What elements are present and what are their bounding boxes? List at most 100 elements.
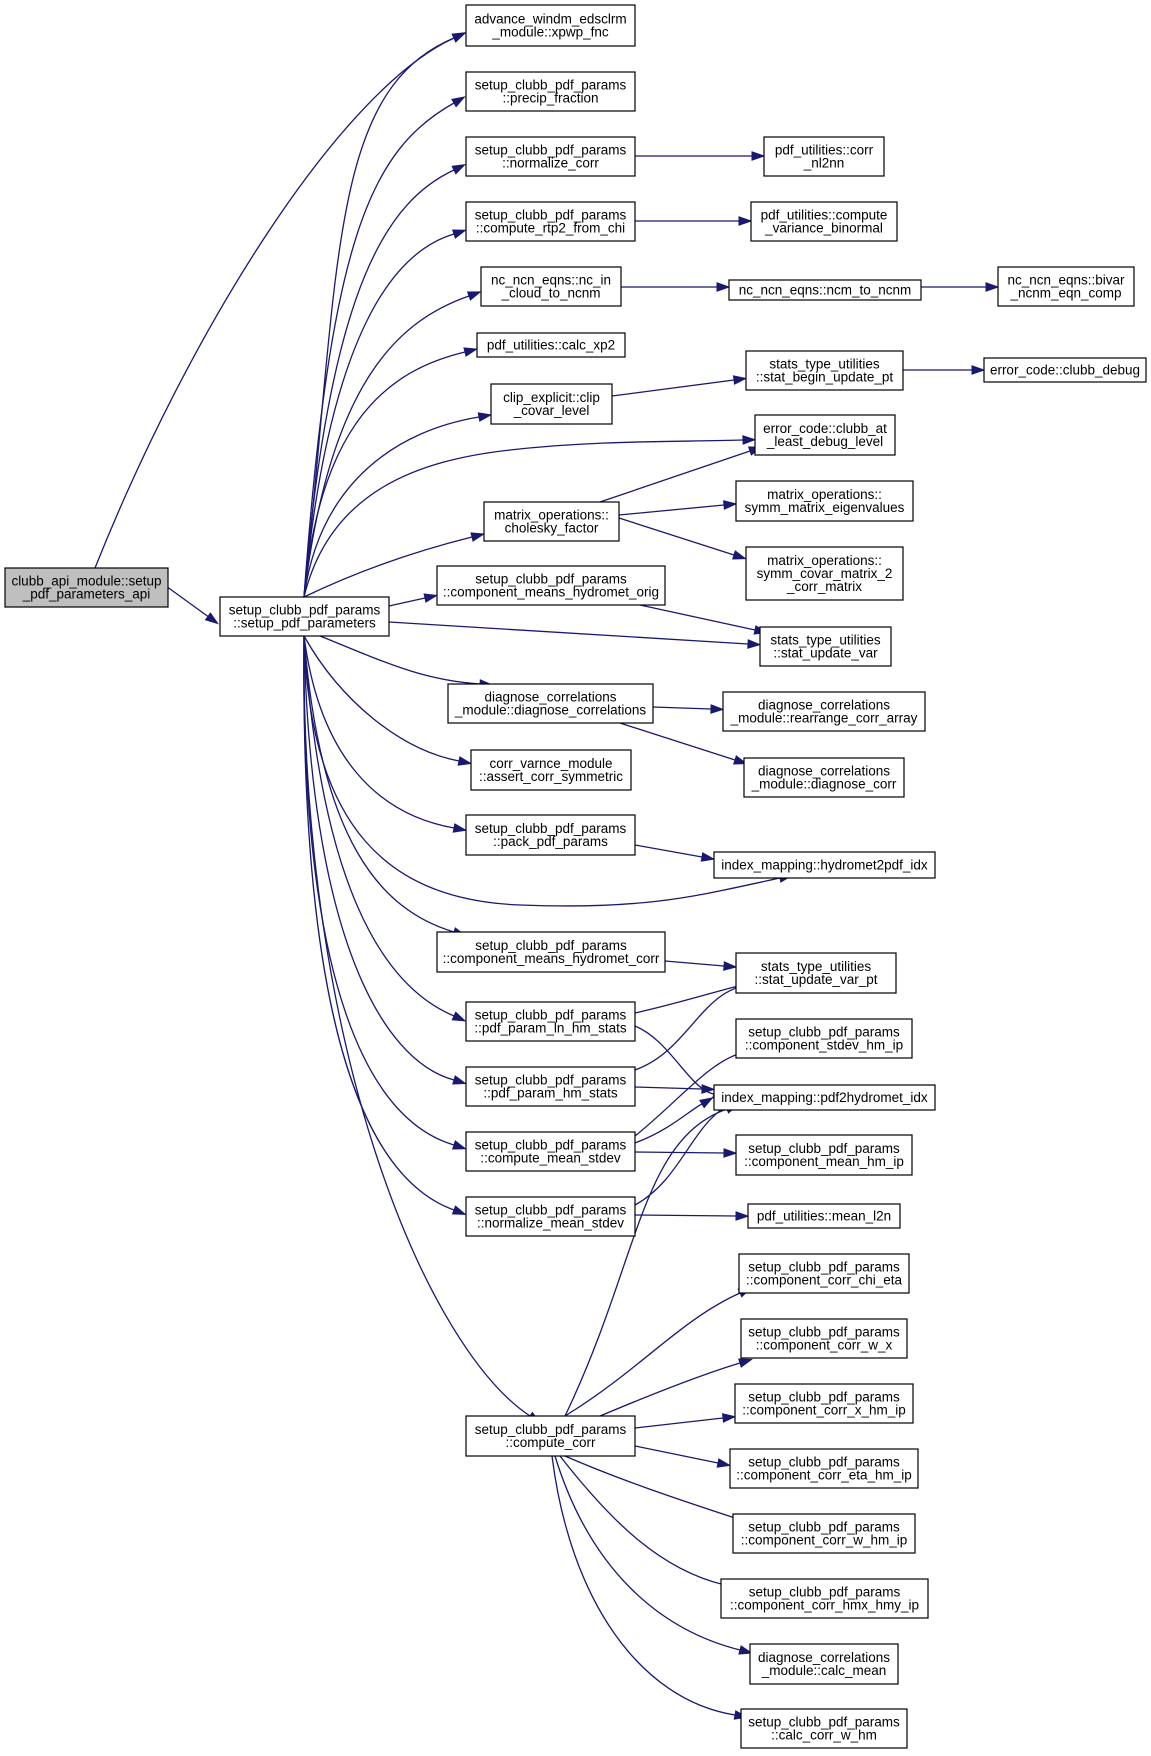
node-box[interactable]	[729, 1448, 919, 1489]
node-box[interactable]	[734, 1383, 914, 1424]
edge-chol-to-eig	[618, 500, 738, 516]
node-box[interactable]	[483, 501, 620, 542]
node-varb[interactable]: pdf_utilities::compute_variance_binormal	[750, 201, 898, 242]
node-p2h[interactable]: index_mapping::pdf2hydromet_idx	[713, 1084, 936, 1111]
node-box[interactable]	[465, 1415, 636, 1457]
node-chol[interactable]: matrix_operations::cholesky_factor	[483, 501, 620, 542]
node-rtp2[interactable]: setup_clubb_pdf_params::compute_rtp2_fro…	[465, 201, 636, 242]
node-dcc[interactable]: diagnose_correlations_module::diagnose_c…	[447, 683, 654, 724]
node-box[interactable]	[436, 931, 666, 973]
edge-line	[303, 351, 466, 598]
node-box[interactable]	[219, 596, 390, 637]
node-main[interactable]: setup_clubb_pdf_params::setup_pdf_parame…	[219, 596, 390, 637]
node-box[interactable]	[465, 1066, 636, 1107]
node-box[interactable]	[750, 201, 898, 242]
node-cmho[interactable]: setup_clubb_pdf_params::component_means_…	[436, 565, 666, 606]
node-box[interactable]	[465, 201, 636, 242]
node-box[interactable]	[983, 357, 1147, 383]
node-box[interactable]	[738, 1253, 910, 1294]
node-box[interactable]	[735, 480, 914, 522]
node-box[interactable]	[465, 1131, 636, 1172]
node-xpwp[interactable]: advance_windm_edsclrm_module::xpwp_fnc	[465, 4, 636, 47]
node-precip[interactable]: setup_clubb_pdf_params::precip_fraction	[465, 71, 636, 112]
node-box[interactable]	[436, 565, 666, 606]
node-acs[interactable]: corr_varnce_module::assert_corr_symmetri…	[470, 749, 632, 791]
node-cwhm2[interactable]: setup_clubb_pdf_params::calc_corr_w_hm	[740, 1708, 908, 1749]
node-sbup[interactable]: stats_type_utilities::stat_begin_update_…	[745, 350, 904, 391]
node-box[interactable]	[713, 1084, 936, 1111]
node-clip[interactable]: clip_explicit::clip_covar_level	[490, 383, 613, 425]
node-label-line: matrix_operations::	[767, 487, 882, 502]
node-box[interactable]	[465, 1196, 636, 1237]
node-eig[interactable]: matrix_operations::symm_matrix_eigenvalu…	[735, 480, 914, 522]
node-box[interactable]	[722, 691, 926, 732]
node-box[interactable]	[490, 383, 613, 425]
node-box[interactable]	[743, 757, 905, 798]
node-atl[interactable]: error_code::clubb_at_least_debug_level	[754, 414, 896, 456]
node-box[interactable]	[476, 332, 626, 358]
node-box[interactable]	[735, 1018, 913, 1059]
node-root[interactable]: clubb_api_module::setup_pdf_parameters_a…	[4, 567, 169, 608]
edge-line	[618, 517, 735, 556]
node-bivar[interactable]: nc_ncn_eqns::bivar_ncnm_eqn_comp	[997, 266, 1135, 307]
node-corr[interactable]: pdf_utilities::corr_nl2nn	[763, 136, 885, 177]
node-dbg[interactable]: error_code::clubb_debug	[983, 357, 1147, 383]
node-cmhc[interactable]: setup_clubb_pdf_params::component_means_…	[436, 931, 666, 973]
edge-line	[303, 635, 455, 1146]
node-ml2n[interactable]: pdf_utilities::mean_l2n	[747, 1203, 901, 1229]
node-chh[interactable]: setup_clubb_pdf_params::component_corr_h…	[720, 1578, 929, 1619]
node-c2c[interactable]: matrix_operations::symm_covar_matrix_2_c…	[745, 546, 904, 601]
node-box[interactable]	[745, 546, 904, 601]
edge-main-to-xpwp	[303, 32, 467, 598]
node-box[interactable]	[749, 1643, 899, 1685]
node-box[interactable]	[447, 683, 654, 724]
node-csd[interactable]: setup_clubb_pdf_params::component_stdev_…	[735, 1018, 913, 1059]
node-box[interactable]	[713, 851, 936, 879]
node-cms[interactable]: setup_clubb_pdf_params::compute_mean_std…	[465, 1131, 636, 1172]
node-box[interactable]	[470, 749, 632, 791]
node-box[interactable]	[465, 814, 636, 856]
node-dcorr[interactable]: diagnose_correlations_module::diagnose_c…	[743, 757, 905, 798]
node-label-line: setup_clubb_pdf_params	[475, 1202, 627, 1217]
node-box[interactable]	[745, 350, 904, 391]
node-cehm[interactable]: setup_clubb_pdf_params::component_corr_e…	[729, 1448, 919, 1489]
node-box[interactable]	[480, 266, 622, 307]
node-box[interactable]	[763, 136, 885, 177]
node-cc[interactable]: setup_clubb_pdf_params::compute_corr	[465, 1415, 636, 1457]
node-box[interactable]	[747, 1203, 901, 1229]
node-box[interactable]	[465, 1001, 636, 1042]
node-box[interactable]	[740, 1708, 908, 1749]
node-xp2[interactable]: pdf_utilities::calc_xp2	[476, 332, 626, 358]
node-box[interactable]	[759, 626, 892, 667]
node-cmn[interactable]: diagnose_correlations_module::calc_mean	[749, 1643, 899, 1685]
node-pack[interactable]: setup_clubb_pdf_params::pack_pdf_params	[465, 814, 636, 856]
node-phm[interactable]: setup_clubb_pdf_params::pdf_param_hm_sta…	[465, 1066, 636, 1107]
node-cmean[interactable]: setup_clubb_pdf_params::component_mean_h…	[735, 1134, 913, 1176]
node-cce[interactable]: setup_clubb_pdf_params::component_corr_c…	[738, 1253, 910, 1294]
node-suvp[interactable]: stats_type_utilities::stat_update_var_pt	[735, 952, 897, 994]
node-suv[interactable]: stats_type_utilities::stat_update_var	[759, 626, 892, 667]
node-cwhm[interactable]: setup_clubb_pdf_params::component_corr_w…	[732, 1513, 916, 1554]
node-box[interactable]	[735, 952, 897, 994]
node-cwx[interactable]: setup_clubb_pdf_params::component_corr_w…	[740, 1318, 908, 1359]
node-box[interactable]	[728, 279, 922, 301]
node-box[interactable]	[740, 1318, 908, 1359]
node-box[interactable]	[735, 1134, 913, 1176]
node-rca[interactable]: diagnose_correlations_module::rearrange_…	[722, 691, 926, 732]
node-nms[interactable]: setup_clubb_pdf_params::normalize_mean_s…	[465, 1196, 636, 1237]
node-norm[interactable]: setup_clubb_pdf_params::normalize_corr	[465, 136, 636, 177]
node-h2p[interactable]: index_mapping::hydromet2pdf_idx	[713, 851, 936, 879]
node-box[interactable]	[997, 266, 1135, 307]
edge-line	[599, 450, 751, 503]
node-box[interactable]	[732, 1513, 916, 1554]
node-box[interactable]	[754, 414, 896, 456]
node-box[interactable]	[4, 567, 169, 608]
node-box[interactable]	[720, 1578, 929, 1619]
node-ncin[interactable]: nc_ncn_eqns::nc_in_cloud_to_ncnm	[480, 266, 622, 307]
node-plnhm[interactable]: setup_clubb_pdf_params::pdf_param_ln_hm_…	[465, 1001, 636, 1042]
node-box[interactable]	[465, 71, 636, 112]
node-ncm[interactable]: nc_ncn_eqns::ncm_to_ncnm	[728, 279, 922, 301]
node-cxhm[interactable]: setup_clubb_pdf_params::component_corr_x…	[734, 1383, 914, 1424]
node-box[interactable]	[465, 136, 636, 177]
node-box[interactable]	[465, 4, 636, 47]
